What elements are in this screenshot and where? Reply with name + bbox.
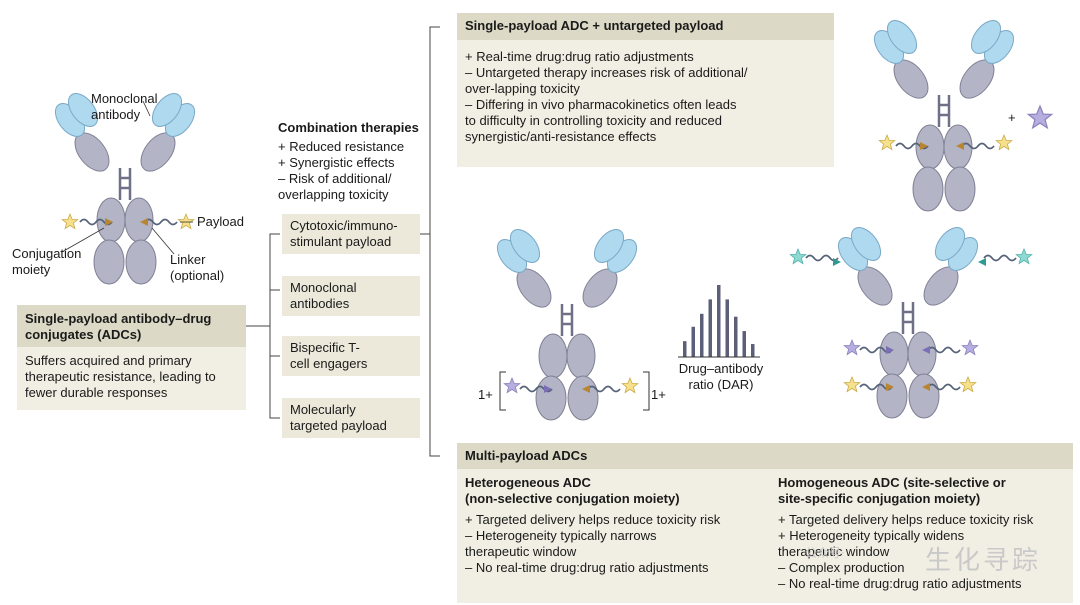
untargeted-payload-star [1027,105,1053,129]
multi-payload-title: Multi-payload ADCs [465,448,588,463]
watermark-text: 生化寻踪 [925,546,1042,576]
linker-label: Linker (optional) [170,252,225,283]
single-payload-adc-box: Suffers acquired and primary therapeutic… [17,347,246,410]
untargeted-adc-points: + Real-time drug:drug ratio adjustments … [465,49,748,144]
option-label: Molecularly targeted payload [290,402,387,433]
dar-histogram [683,285,755,357]
combination-therapies-points: + Reduced resistance + Synergistic effec… [278,139,405,202]
conjugation-moiety-label: Conjugation moiety [12,246,82,277]
option-molecularly-targeted-payload: Molecularly targeted payload [282,398,420,438]
dar-bar [725,299,729,357]
homogeneous-adc-title: Homogeneous ADC (site-selective or site-… [778,475,1006,506]
dar-bar [717,285,721,357]
dar-bar [708,299,712,357]
option-monoclonal-antibodies: Monoclonal antibodies [282,276,420,316]
mab-label: Monoclonal antibody [91,91,158,122]
dar-one-plus-right: 1+ [651,387,666,402]
single-payload-adc-title: Single-payload antibody–drug conjugates … [25,311,212,342]
plus-sign: + [1008,110,1016,125]
dar-bar [734,316,738,357]
single-payload-adc-text: Suffers acquired and primary therapeutic… [25,353,216,400]
dar-label: Drug–antibody ratio (DAR) [678,361,764,392]
dar-bar [683,341,687,357]
heterogeneous-adc-points: + Targeted delivery helps reduce toxicit… [465,512,721,575]
untargeted-adc-antibody [867,14,1021,213]
dar-bar [691,326,695,357]
option-cytotoxic-payload: Cytotoxic/immuno- stimulant payload [282,214,420,254]
untargeted-adc-title: Single-payload ADC + untargeted payload [465,18,724,33]
heterogeneous-adc-title: Heterogeneous ADC (non-selective conjuga… [465,475,680,506]
watermark-logo-text: 公众号· [805,546,845,560]
dar-bar [751,344,755,357]
multi-payload-box: Heterogeneous ADC (non-selective conjuga… [457,469,1073,603]
dar-bar [700,313,704,357]
single-payload-adc-header: Single-payload antibody–drug conjugates … [17,305,246,347]
option-bispecific-t-cell-engagers: Bispecific T- cell engagers [282,336,420,376]
combination-therapies-title: Combination therapies [278,120,419,135]
option-label: Cytotoxic/immuno- stimulant payload [290,218,398,249]
connector-lines [246,26,440,457]
untargeted-adc-box: + Real-time drug:drug ratio adjustments … [457,40,834,167]
option-label: Monoclonal antibodies [290,280,357,311]
option-label: Bispecific T- cell engagers [290,340,368,371]
dar-bar [742,331,746,357]
homogeneous-adc-points: + Targeted delivery helps reduce toxicit… [778,512,1034,591]
multi-payload-header: Multi-payload ADCs [457,443,1073,469]
untargeted-adc-header: Single-payload ADC + untargeted payload [457,13,834,40]
dar-brackets [499,371,650,411]
dar-one-plus-left: 1+ [478,387,493,402]
payload-label: Payload [197,214,244,229]
